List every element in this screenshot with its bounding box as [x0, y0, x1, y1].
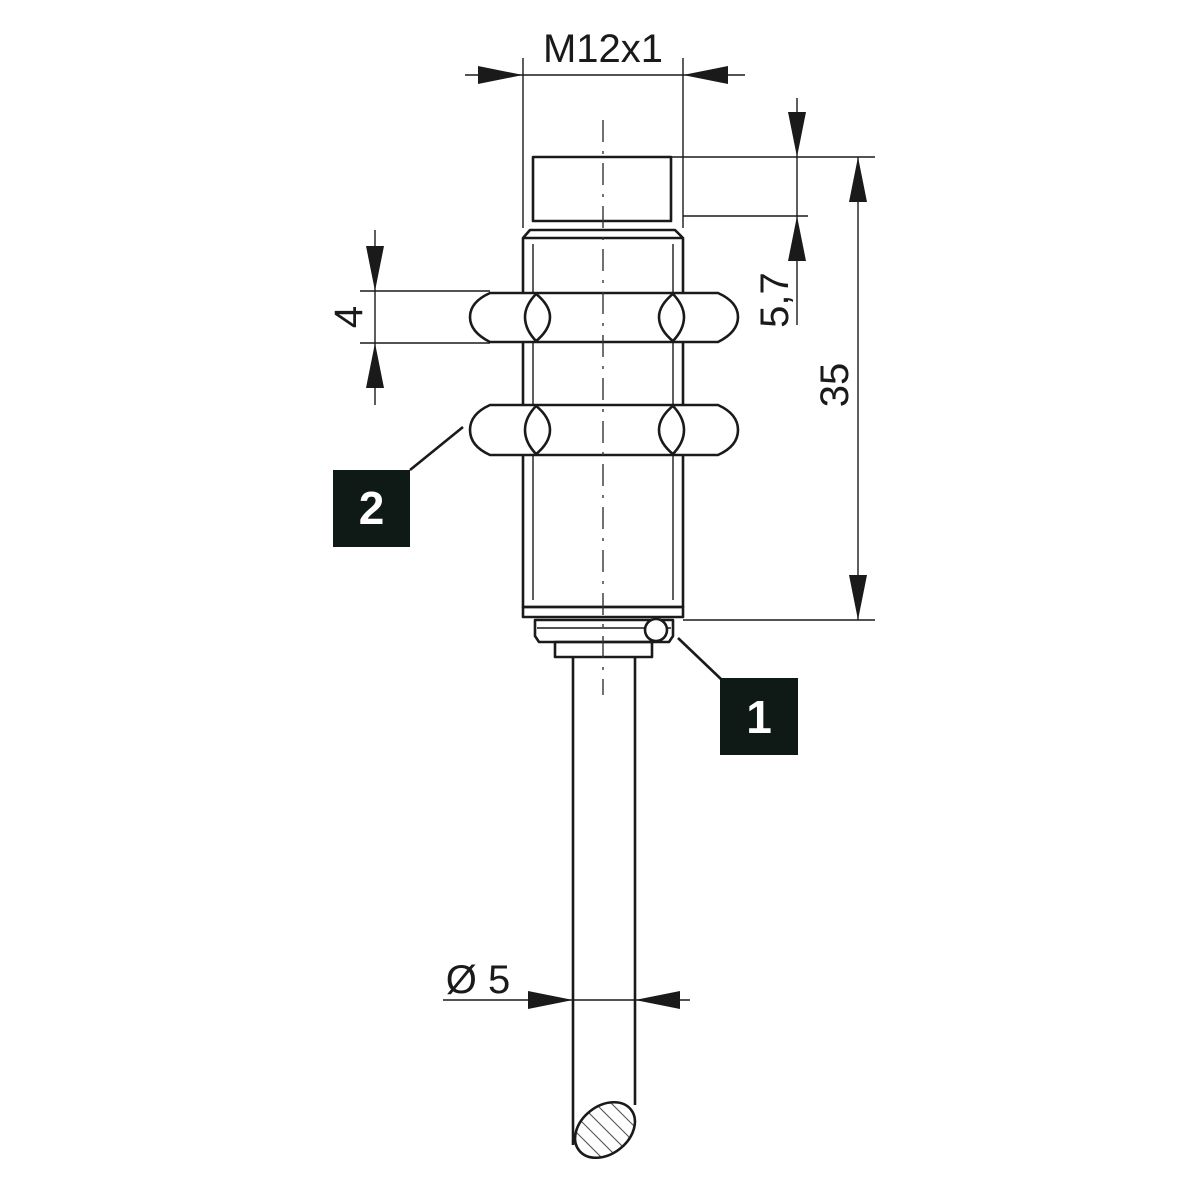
callout-nuts-label: 2 — [359, 482, 385, 534]
sensing-face-label: 5,7 — [753, 272, 797, 328]
lower-collar — [521, 605, 685, 619]
led-indicator — [643, 617, 669, 643]
cable-diameter-dimension: Ø 5 — [443, 958, 690, 1009]
callout-led: 1 — [677, 637, 798, 755]
body-length-dimension: 35 — [683, 157, 875, 621]
sensing-face-dimension: 5,7 — [671, 98, 875, 328]
callout-nuts: 2 — [333, 425, 464, 547]
body-length-label: 35 — [813, 363, 857, 408]
thread-label: M12x1 — [543, 27, 663, 71]
thread-dimension: M12x1 — [465, 27, 745, 228]
nut-thickness-label: 4 — [327, 306, 371, 328]
cable-diameter-label: Ø 5 — [446, 958, 510, 1002]
cable-section-hatch — [564, 1090, 646, 1170]
cable — [564, 657, 646, 1170]
nut-thickness-dimension: 4 — [327, 230, 490, 405]
callout-led-label: 1 — [746, 691, 772, 743]
sensing-head — [531, 155, 673, 223]
lower-nut — [468, 403, 740, 457]
upper-nut — [468, 291, 740, 344]
